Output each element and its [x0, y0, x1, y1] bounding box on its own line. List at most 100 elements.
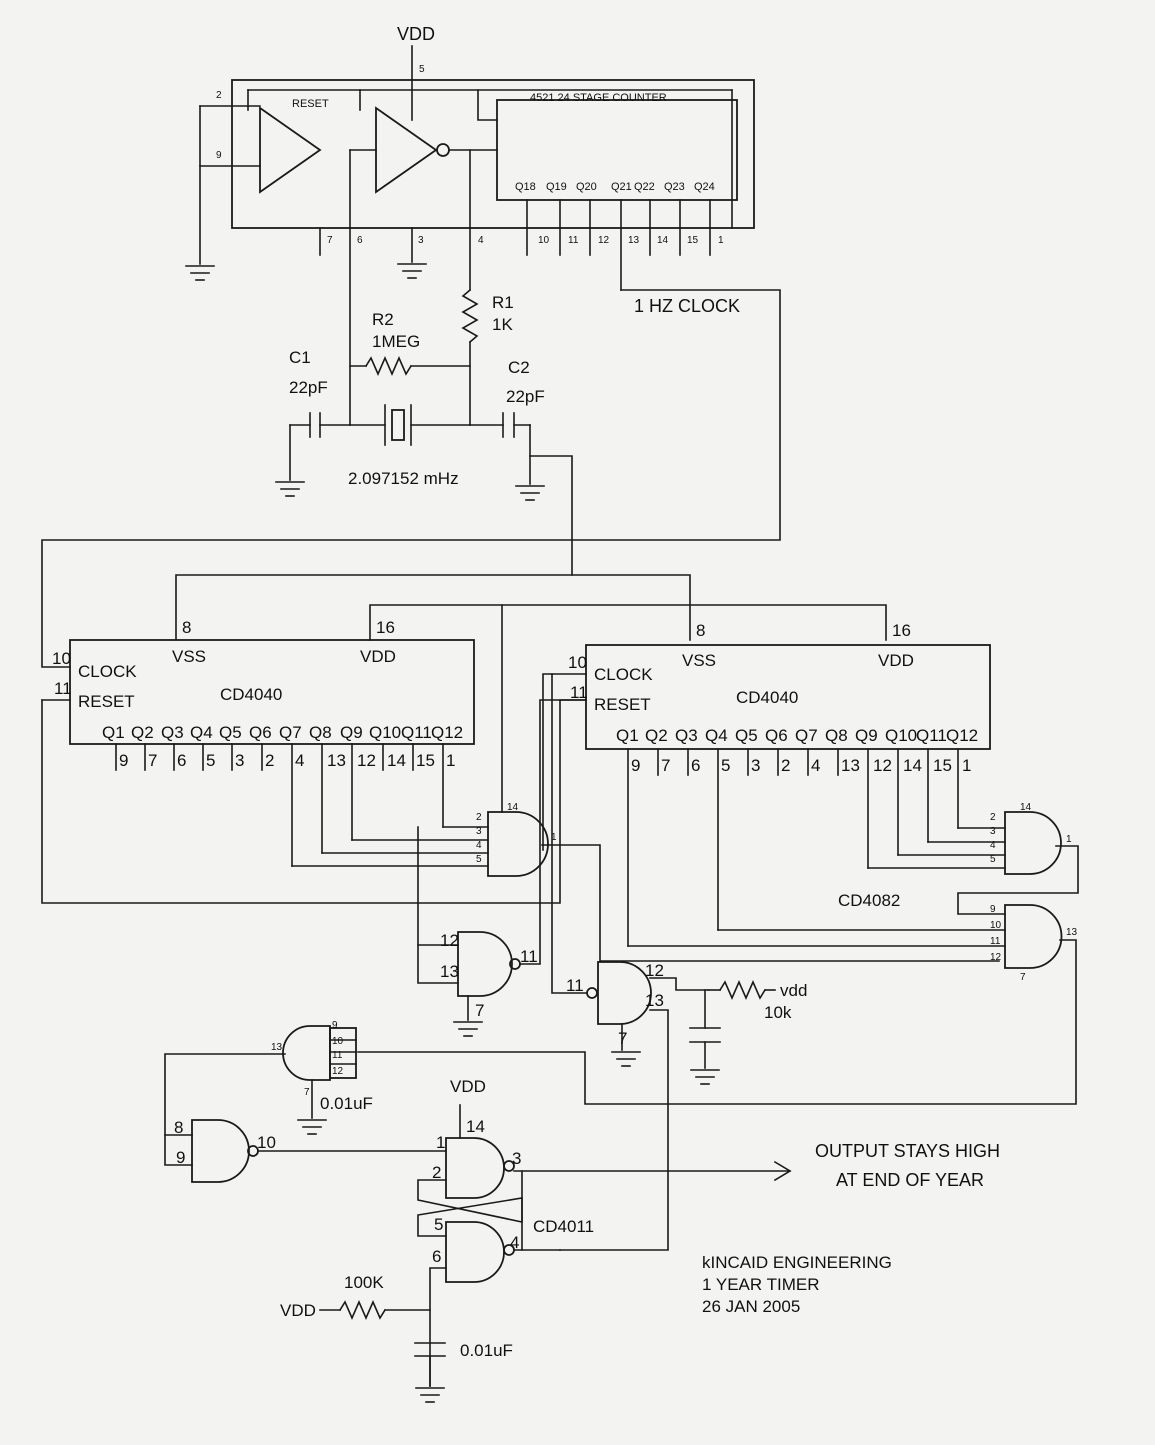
power-on-reset: VDD 100K 0.01uF — [280, 1273, 513, 1403]
svg-text:11: 11 — [54, 679, 72, 698]
cd4040-right-box — [585, 644, 991, 750]
svg-text:7: 7 — [304, 1087, 310, 1098]
svg-text:2: 2 — [216, 90, 222, 101]
svg-text:11: 11 — [568, 235, 579, 246]
svg-text:OUTPUT STAYS HIGH: OUTPUT STAYS HIGH — [815, 1141, 1000, 1161]
svg-text:4: 4 — [811, 756, 820, 775]
ground-symbol — [690, 1069, 720, 1085]
svg-text:100K: 100K — [344, 1273, 384, 1292]
svg-text:CLOCK: CLOCK — [78, 662, 137, 681]
svg-text:VSS: VSS — [682, 651, 716, 670]
cd4040-left: 8 16 VSS VDD CLOCK RESET CD4040 10 11 Q1… — [41, 618, 587, 904]
svg-text:12: 12 — [990, 952, 1002, 963]
svg-text:3: 3 — [235, 751, 244, 770]
svg-text:6: 6 — [357, 235, 363, 246]
svg-text:3: 3 — [476, 826, 482, 837]
svg-text:12: 12 — [440, 931, 459, 950]
svg-text:9: 9 — [119, 751, 128, 770]
svg-text:Q12: Q12 — [431, 723, 463, 742]
svg-text:5: 5 — [434, 1215, 443, 1234]
svg-text:Q10: Q10 — [885, 726, 917, 745]
svg-text:VDD: VDD — [878, 651, 914, 670]
svg-text:AT END OF YEAR: AT END OF YEAR — [836, 1170, 984, 1190]
ground-symbol — [611, 1051, 641, 1067]
clock-label: 1 HZ CLOCK — [634, 296, 740, 316]
svg-text:1: 1 — [446, 751, 455, 770]
svg-text:7: 7 — [327, 235, 333, 246]
svg-text:16: 16 — [892, 621, 911, 640]
svg-text:2: 2 — [265, 751, 274, 770]
svg-text:13: 13 — [271, 1042, 283, 1053]
svg-text:R2: R2 — [372, 310, 394, 329]
svg-text:13: 13 — [1066, 927, 1078, 938]
svg-text:14: 14 — [903, 756, 922, 775]
svg-text:8: 8 — [182, 618, 191, 637]
oscillator-network: R1 1K R2 1MEG 2.097152 mHz C1 22pF — [275, 288, 545, 501]
svg-text:1: 1 — [436, 1133, 445, 1152]
svg-text:12: 12 — [873, 756, 892, 775]
svg-text:11: 11 — [570, 683, 588, 702]
cd4040-left-name: CD4040 — [220, 685, 282, 704]
svg-text:14: 14 — [466, 1117, 485, 1136]
svg-text:5: 5 — [721, 756, 730, 775]
ground-symbol — [515, 485, 545, 501]
svg-text:Q6: Q6 — [249, 723, 272, 742]
svg-text:3: 3 — [751, 756, 760, 775]
svg-text:Q5: Q5 — [219, 723, 242, 742]
svg-text:10: 10 — [538, 235, 550, 246]
nand-gate-2: 11 12 13 7 vdd 10k — [551, 673, 807, 1251]
resistor-r2 — [364, 356, 413, 376]
svg-text:4: 4 — [510, 1233, 519, 1252]
svg-text:Q4: Q4 — [705, 726, 728, 745]
cd4011-label: CD4011 — [533, 1217, 594, 1236]
svg-text:9: 9 — [631, 756, 640, 775]
svg-text:1: 1 — [1066, 834, 1072, 845]
svg-text:4: 4 — [295, 751, 304, 770]
svg-text:9: 9 — [216, 150, 222, 161]
cd4082-label: CD4082 — [838, 891, 900, 910]
svg-text:5: 5 — [990, 854, 996, 865]
ground-symbol — [453, 1021, 483, 1037]
svg-text:Q10: Q10 — [369, 723, 401, 742]
nand-gate-5 — [445, 1221, 505, 1283]
svg-text:1K: 1K — [492, 315, 513, 334]
svg-text:13: 13 — [327, 751, 346, 770]
svg-text:VDD: VDD — [280, 1301, 316, 1320]
and-gate-a: 2 3 4 5 14 1 — [291, 604, 1000, 984]
svg-text:6: 6 — [432, 1247, 441, 1266]
svg-text:15: 15 — [933, 756, 952, 775]
svg-text:10: 10 — [990, 920, 1002, 931]
svg-text:15: 15 — [416, 751, 435, 770]
and-gate-b: 2 3 4 5 14 1 CD4082 — [838, 802, 1079, 915]
nand-gate-1: 12 13 11 7 — [440, 699, 587, 1037]
svg-text:CLOCK: CLOCK — [594, 665, 653, 684]
svg-text:14: 14 — [657, 235, 669, 246]
svg-text:2: 2 — [476, 812, 482, 823]
svg-text:1: 1 — [962, 756, 971, 775]
svg-text:12: 12 — [332, 1066, 344, 1077]
reset-label: RESET — [292, 98, 329, 110]
svg-text:Q23: Q23 — [664, 181, 685, 193]
cd4040-left-outputs: Q1 Q2 Q3 Q4 Q5 Q6 Q7 Q8 Q9 Q10 Q11 Q12 9 — [102, 723, 463, 867]
svg-text:Q24: Q24 — [694, 181, 715, 193]
counter-4521: VDD 5 4521 24 STAGE COUNTER RESET Q18 Q1… — [185, 24, 755, 426]
svg-text:11: 11 — [990, 936, 1001, 947]
sr-latch: VDD 14 1 2 3 5 6 4 CD4011 — [417, 1077, 792, 1387]
svg-text:Q3: Q3 — [675, 726, 698, 745]
svg-text:12: 12 — [645, 961, 664, 980]
nand-gate-4 — [445, 1137, 505, 1199]
svg-text:Q2: Q2 — [131, 723, 154, 742]
crystal — [391, 409, 405, 441]
svg-text:12: 12 — [357, 751, 376, 770]
svg-text:5: 5 — [419, 64, 425, 75]
svg-text:10k: 10k — [764, 1003, 792, 1022]
clock-route: 1 HZ CLOCK — [41, 289, 887, 668]
svg-text:14: 14 — [1020, 802, 1032, 813]
svg-text:RESET: RESET — [78, 692, 135, 711]
svg-text:14: 14 — [507, 802, 519, 813]
svg-text:5: 5 — [476, 854, 482, 865]
cd4040-right: 8 16 VSS VDD CLOCK RESET CD4040 10 11 Q1… — [542, 621, 991, 947]
svg-text:R1: R1 — [492, 293, 514, 312]
resistor-10k — [718, 980, 767, 1000]
output-note: OUTPUT STAYS HIGH AT END OF YEAR — [815, 1141, 1000, 1190]
